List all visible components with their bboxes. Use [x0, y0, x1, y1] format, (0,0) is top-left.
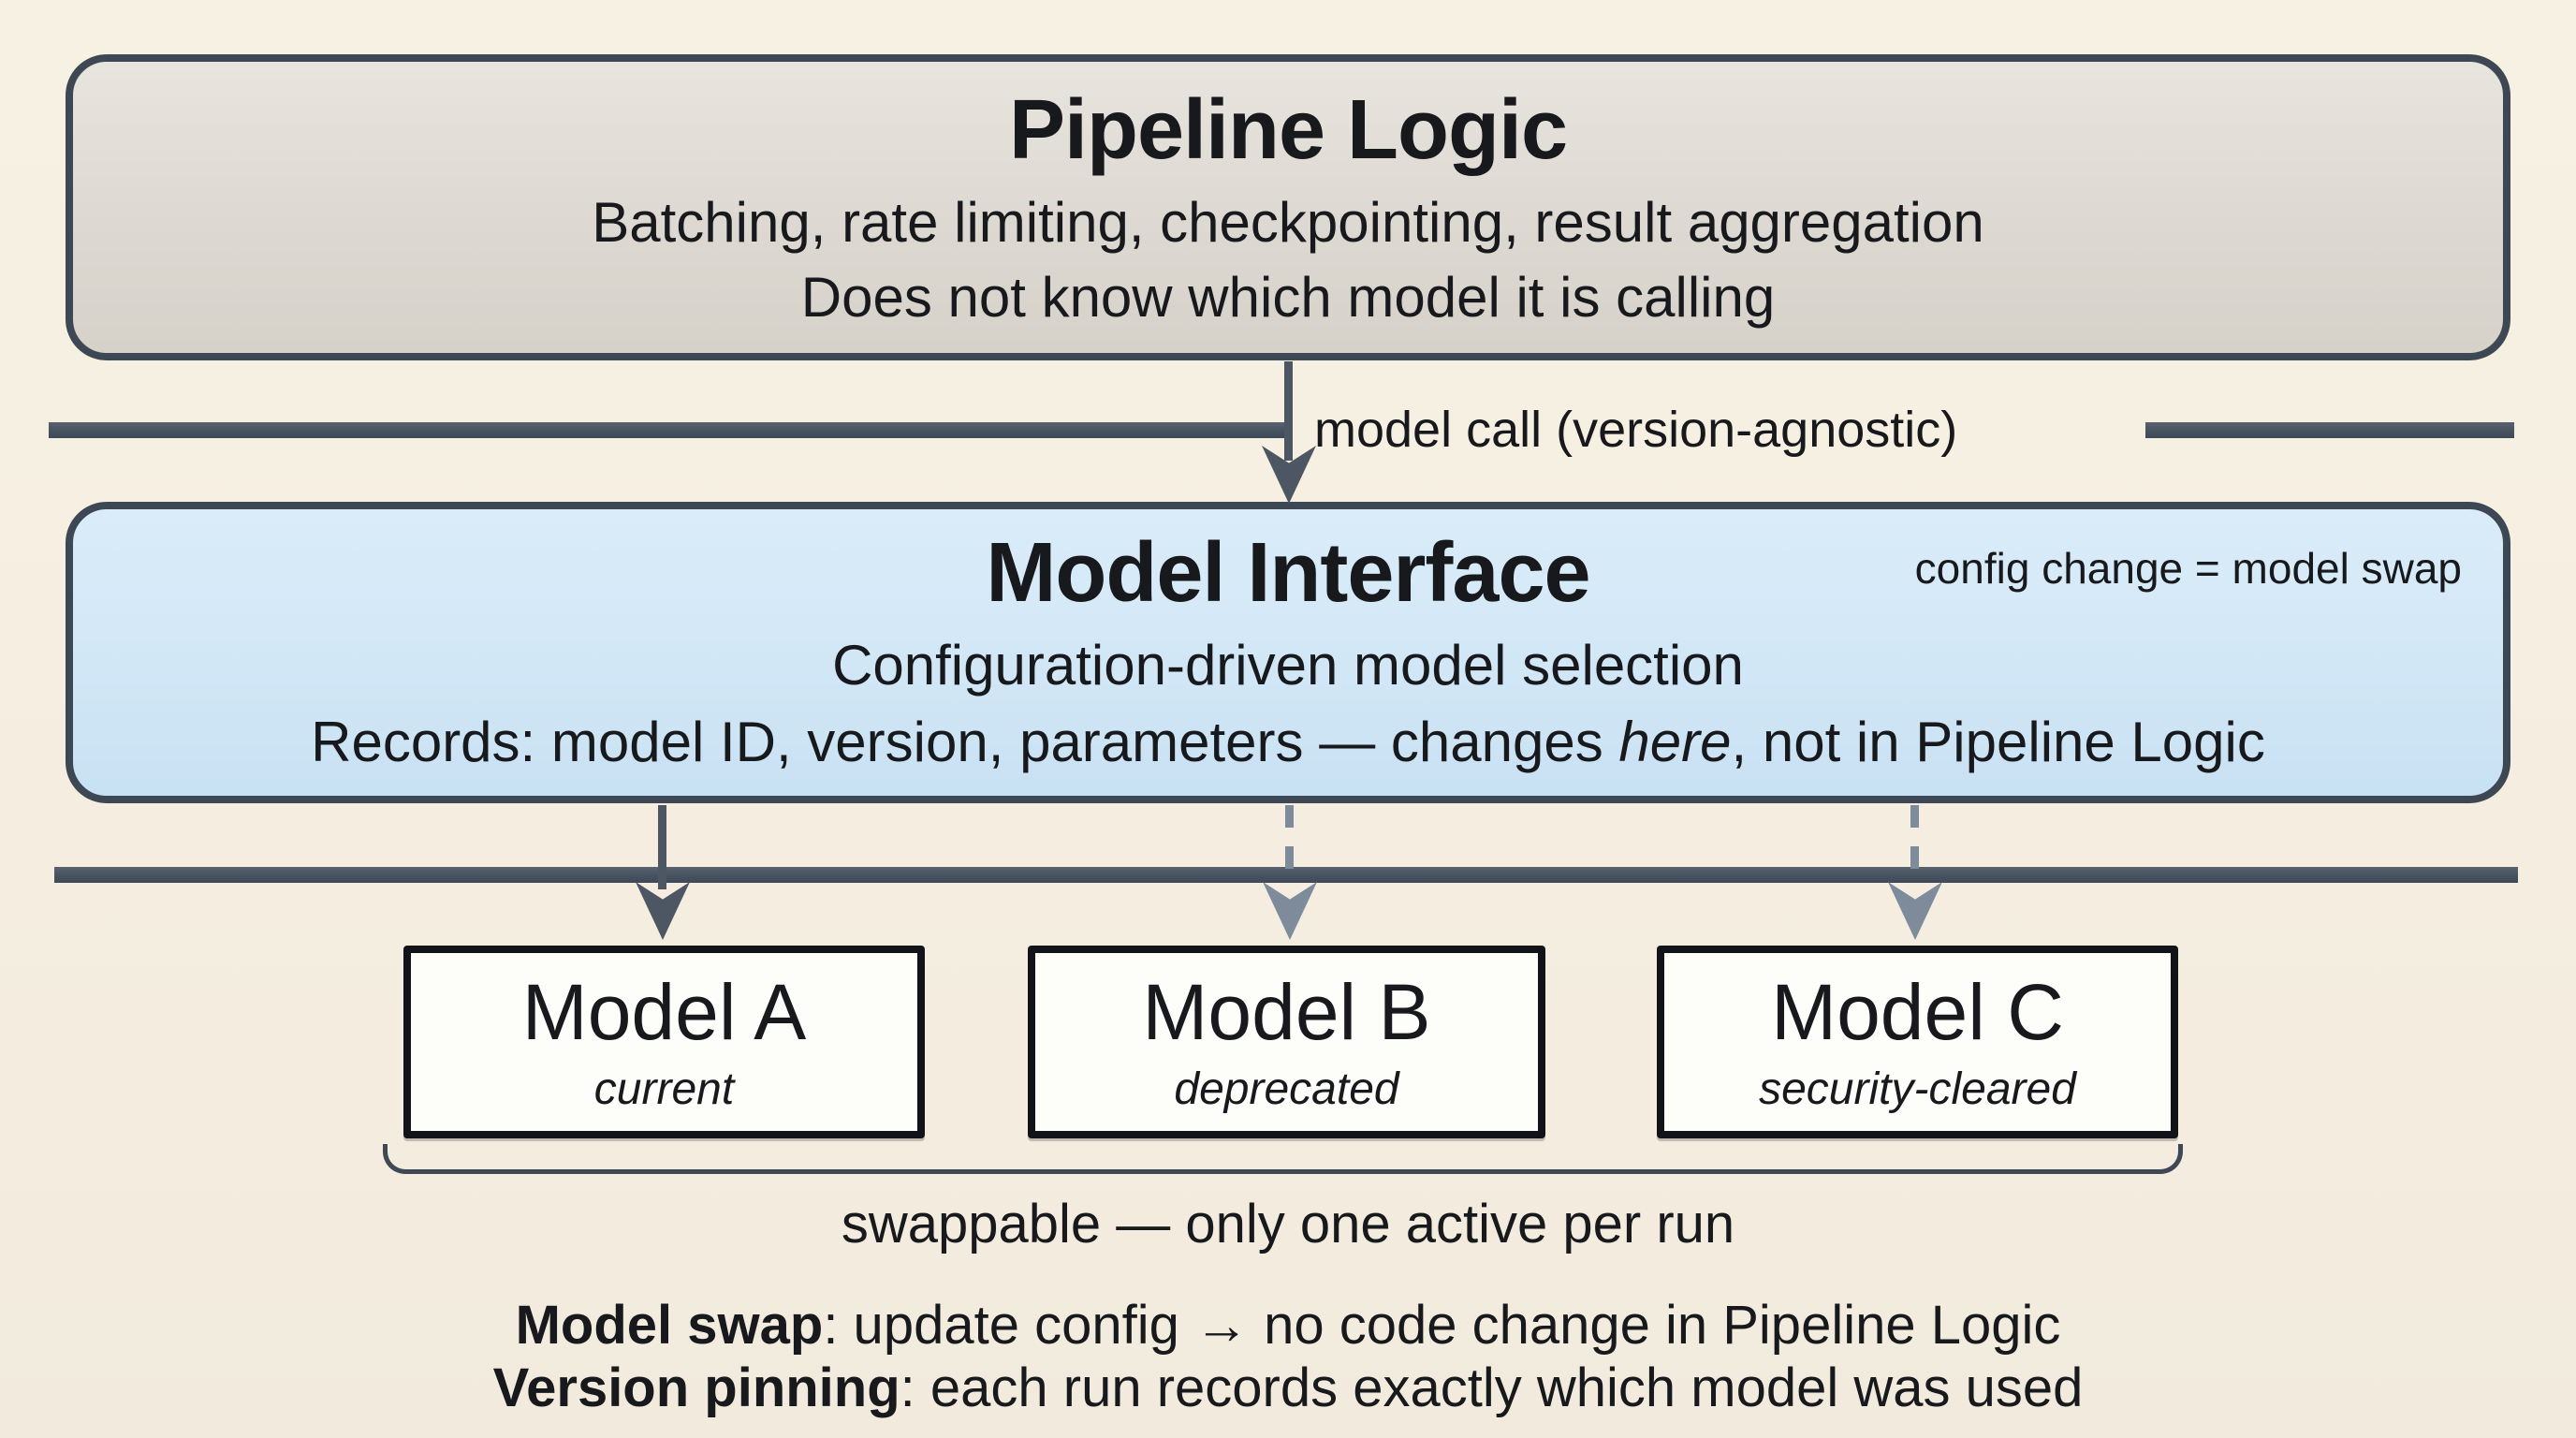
note-model-swap-text: : update config → no code change in Pipe…	[823, 1295, 2061, 1356]
pipeline-to-interface-arrow-line	[1284, 361, 1293, 461]
note-model-swap: Model swap: update config → no code chan…	[0, 1296, 2576, 1356]
model-b-box: Model B deprecated	[1028, 946, 1545, 1138]
arrow-down-icon	[1263, 882, 1317, 940]
model-call-label: model call (version-agnostic)	[1314, 402, 1958, 458]
arrow-down-icon	[1888, 882, 1942, 940]
model-name: Model A	[521, 968, 807, 1056]
swappable-label: swappable — only one active per run	[841, 1194, 1735, 1255]
model-status: security-cleared	[1759, 1064, 2076, 1114]
pipeline-subtitle-1: Batching, rate limiting, checkpointing, …	[592, 191, 1984, 254]
model-a-box: Model A current	[403, 946, 925, 1138]
arrow-down-icon	[636, 882, 690, 940]
arrow-to-model-b-line	[1285, 805, 1294, 888]
model-name: Model B	[1142, 968, 1431, 1056]
interface-subtitle: Configuration-driven model selection	[832, 634, 1744, 697]
model-name: Model C	[1771, 968, 2064, 1056]
note-version-pinning: Version pinning: each run records exactl…	[0, 1358, 2576, 1418]
interface-title: Model Interface	[986, 526, 1590, 620]
config-swap-note: config change = model swap	[1914, 544, 2462, 593]
interface-records-line: Records: model ID, version, parameters —…	[311, 709, 2265, 776]
records-text: Records: model ID, version, parameters —…	[311, 711, 1619, 773]
note-version-pinning-term: Version pinning	[492, 1357, 900, 1418]
records-suffix: , not in Pipeline Logic	[1731, 711, 2265, 773]
records-here-italic: here	[1618, 711, 1732, 773]
model-status: current	[593, 1064, 735, 1114]
arrow-to-model-a-line	[658, 805, 666, 889]
pipeline-logic-box: Pipeline Logic Batching, rate limiting, …	[66, 54, 2510, 360]
model-status: deprecated	[1174, 1064, 1399, 1114]
model-interface-box: config change = model swap Model Interfa…	[66, 502, 2510, 803]
arrow-to-model-c-line	[1910, 805, 1919, 888]
model-c-box: Model C security-cleared	[1657, 946, 2178, 1138]
note-model-swap-term: Model swap	[515, 1295, 824, 1356]
right-divider-bar	[2145, 422, 2514, 438]
pipeline-title: Pipeline Logic	[1008, 83, 1568, 177]
pipeline-subtitle-2: Does not know which model it is calling	[800, 266, 1776, 329]
swappable-bracket	[383, 1144, 2183, 1174]
left-divider-bar	[49, 422, 1286, 438]
note-version-pinning-text: : each run records exactly which model w…	[900, 1357, 2084, 1418]
